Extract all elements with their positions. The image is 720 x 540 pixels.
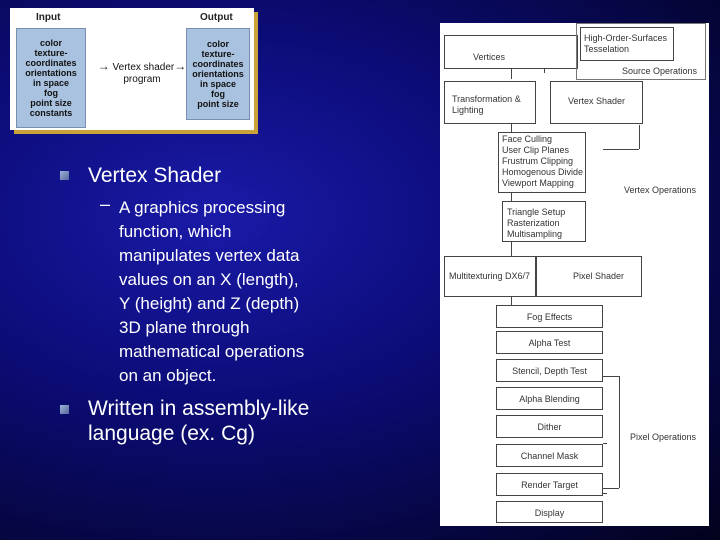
input-box: color texture- coordinates orientations … xyxy=(16,28,86,128)
triangle-setup-line: Multisampling xyxy=(507,229,563,239)
multitexturing-label: Multitexturing DX6/7 xyxy=(449,271,531,281)
triangle-setup-box: Triangle Setup Rasterization Multisampli… xyxy=(502,201,586,242)
bullet-square-icon xyxy=(60,171,69,180)
program-line-1: Vertex shader xyxy=(112,62,175,73)
output-box: color texture- coordinates orientations … xyxy=(186,28,250,120)
vertex-shader-figure: Input Output color texture- coordinates … xyxy=(10,8,254,130)
sub-line: mathematical operations xyxy=(119,342,305,361)
alpha-test-label: Alpha Test xyxy=(528,338,571,348)
alpha-test-box: Alpha Test xyxy=(496,331,603,354)
triangle-setup-line: Triangle Setup xyxy=(507,207,566,217)
stencil-depth-test-label: Stencil, Depth Test xyxy=(512,366,587,376)
graphics-pipeline-diagram: Vertices High-Order-Surfaces Tesselation… xyxy=(440,23,709,526)
vertex-op-item: Homogenous Divide xyxy=(502,167,584,177)
vertex-ops-list-box: Face Culling User Clip Planes Frustrum C… xyxy=(498,132,586,193)
connector-line xyxy=(603,488,619,489)
vertex-op-item: Viewport Mapping xyxy=(502,178,574,188)
output-item: color xyxy=(206,39,229,49)
output-title: Output xyxy=(200,12,233,23)
input-item: color xyxy=(39,38,62,48)
channel-mask-label: Channel Mask xyxy=(520,451,579,461)
input-item: constants xyxy=(29,108,73,118)
vertex-op-item: Frustrum Clipping xyxy=(502,156,574,166)
transformation-lighting-box: Transformation & Lighting xyxy=(444,81,536,124)
triangle-setup-line: Rasterization xyxy=(507,218,560,228)
input-item: orientations xyxy=(25,68,77,78)
channel-mask-box: Channel Mask xyxy=(496,444,603,467)
vertices-box: Vertices xyxy=(444,35,578,69)
connector-line xyxy=(511,193,512,201)
sub-bullet-dash: – xyxy=(100,194,111,214)
pixel-shader-label: Pixel Shader xyxy=(573,271,625,281)
connector-line xyxy=(603,493,607,494)
multitexturing-box: Multitexturing DX6/7 xyxy=(444,256,536,297)
output-item: coordinates xyxy=(192,59,244,69)
connector-line xyxy=(619,376,620,488)
input-item: fog xyxy=(44,88,58,98)
bullet-line: Written in assembly-like xyxy=(88,397,310,420)
input-item: coordinates xyxy=(25,58,77,68)
output-item: point size xyxy=(197,99,239,109)
bullet-line: Vertex Shader xyxy=(88,164,222,187)
dither-box: Dither xyxy=(496,415,603,438)
connector-line xyxy=(511,297,512,305)
fog-effects-label: Fog Effects xyxy=(526,312,573,322)
vertex-shader-label: Vertex Shader xyxy=(568,96,626,106)
input-item: point size xyxy=(30,98,72,108)
connector-line xyxy=(511,242,512,256)
pixel-shader-box: Pixel Shader xyxy=(536,256,642,297)
hos-tesselation-box: High-Order-Surfaces Tesselation xyxy=(580,27,674,61)
sub-line: 3D plane through xyxy=(119,318,250,337)
sub-line: function, which xyxy=(119,222,232,241)
connector-line xyxy=(511,124,512,132)
sub-line: manipulates vertex data xyxy=(119,246,300,265)
sub-line: Y (height) and Z (depth) xyxy=(119,294,300,313)
vertex-op-item: Face Culling xyxy=(502,134,553,144)
transform-line: Lighting xyxy=(452,105,484,115)
transform-line: Transformation & xyxy=(452,94,521,104)
output-item: fog xyxy=(211,89,225,99)
render-target-label: Render Target xyxy=(521,480,578,490)
alpha-blending-box: Alpha Blending xyxy=(496,387,603,410)
arrow-right-icon: → xyxy=(97,59,110,73)
bullet-vertex-shader: Vertex Shader xyxy=(88,163,221,188)
input-item: in space xyxy=(32,78,70,88)
input-item: texture- xyxy=(34,48,68,58)
source-operations-label: Source Operations xyxy=(622,66,698,76)
vertices-label: Vertices xyxy=(473,52,506,62)
sub-bullet-text: A graphics processing function, which ma… xyxy=(119,196,304,388)
alpha-blending-label: Alpha Blending xyxy=(519,394,580,404)
connector-line xyxy=(511,69,512,79)
arrow-right-icon: → xyxy=(174,59,187,73)
output-item: orientations xyxy=(192,69,244,79)
vertex-shader-program-label: → Vertex shader→ program xyxy=(94,60,190,86)
connector-line xyxy=(603,376,619,377)
connector-line xyxy=(639,125,640,149)
connector-line xyxy=(603,149,639,150)
pixel-operations-label: Pixel Operations xyxy=(630,432,697,442)
program-line-2: program xyxy=(123,74,161,85)
sub-line: on an object. xyxy=(119,366,217,385)
vertex-op-item: User Clip Planes xyxy=(502,145,570,155)
connector-line xyxy=(603,443,607,444)
sub-line: values on an X (length), xyxy=(119,270,299,289)
vertex-operations-label: Vertex Operations xyxy=(624,185,697,195)
display-label: Display xyxy=(534,508,565,518)
source-ops-group xyxy=(576,23,706,80)
input-title: Input xyxy=(36,12,61,23)
bullet-square-icon xyxy=(60,405,69,414)
hos-line: Tesselation xyxy=(584,44,630,54)
output-item: texture- xyxy=(201,49,235,59)
dither-label: Dither xyxy=(537,422,562,432)
vertex-shader-box: Vertex Shader xyxy=(550,81,643,124)
hos-line: High-Order-Surfaces xyxy=(584,33,668,43)
bullet-line: language (ex. Cg) xyxy=(88,422,255,445)
bullet-assembly-language: Written in assembly-like language (ex. C… xyxy=(88,396,309,446)
stencil-depth-test-box: Stencil, Depth Test xyxy=(496,359,603,382)
fog-effects-box: Fog Effects xyxy=(496,305,603,328)
output-item: in space xyxy=(199,79,237,89)
display-box: Display xyxy=(496,501,603,523)
sub-line: A graphics processing xyxy=(119,198,286,217)
render-target-box: Render Target xyxy=(496,473,603,496)
